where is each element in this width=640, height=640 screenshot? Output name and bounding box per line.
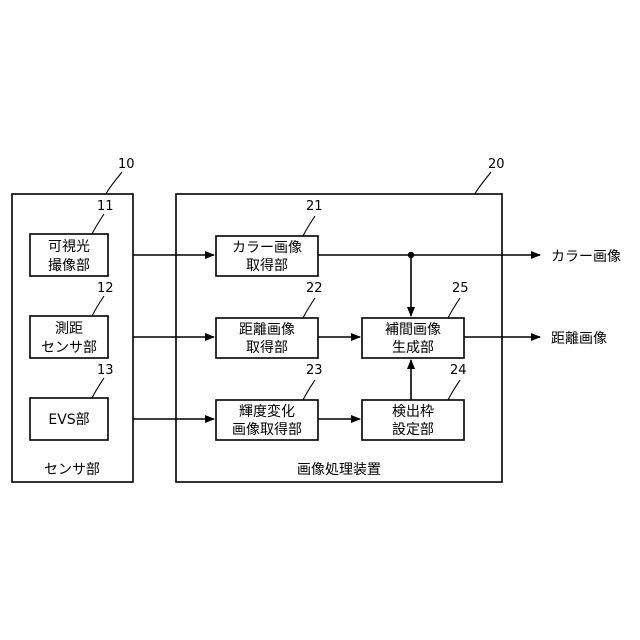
output-distance-image-label: 距離画像 — [551, 330, 607, 347]
ranging-sensor-label-1: 測距 — [55, 321, 83, 337]
device-section-ref: 20 — [488, 157, 505, 172]
frame-setting-label-1: 検出枠 — [392, 404, 434, 420]
device-section-label: 画像処理装置 — [297, 462, 381, 478]
color-acq-label-2: 取得部 — [246, 257, 288, 274]
distance-acq-label-1: 距離画像 — [239, 321, 295, 338]
evs-ref: 13 — [97, 363, 114, 378]
sensor-section-ref: 10 — [118, 157, 135, 172]
ranging-sensor-label-2: センサ部 — [41, 340, 97, 356]
evs-label: EVS部 — [48, 412, 89, 428]
device-section-leader — [475, 172, 491, 194]
visible-camera-ref: 11 — [97, 199, 114, 214]
visible-camera-label-2: 撮像部 — [48, 257, 90, 274]
distance-acq-ref: 22 — [306, 281, 323, 296]
sensor-section-leader — [106, 172, 122, 194]
color-acq-label-1: カラー画像 — [232, 240, 302, 256]
output-color-image-label: カラー画像 — [551, 249, 621, 265]
visible-camera-label-1: 可視光 — [48, 239, 90, 255]
luminance-acq-label-2: 画像取得部 — [232, 421, 302, 438]
frame-setting-ref: 24 — [450, 363, 467, 378]
luminance-acq-label-1: 輝度変化 — [239, 403, 295, 420]
distance-acq-label-2: 取得部 — [246, 339, 288, 356]
luminance-acq-ref: 23 — [306, 363, 323, 378]
ranging-sensor-ref: 12 — [97, 281, 114, 296]
sensor-section-label: センサ部 — [44, 462, 100, 478]
interpolation-label-2: 生成部 — [392, 340, 434, 356]
interpolation-label-1: 補間画像 — [385, 322, 441, 338]
frame-setting-label-2: 設定部 — [392, 422, 434, 438]
interpolation-ref: 25 — [452, 281, 469, 296]
color-acq-ref: 21 — [306, 199, 323, 214]
